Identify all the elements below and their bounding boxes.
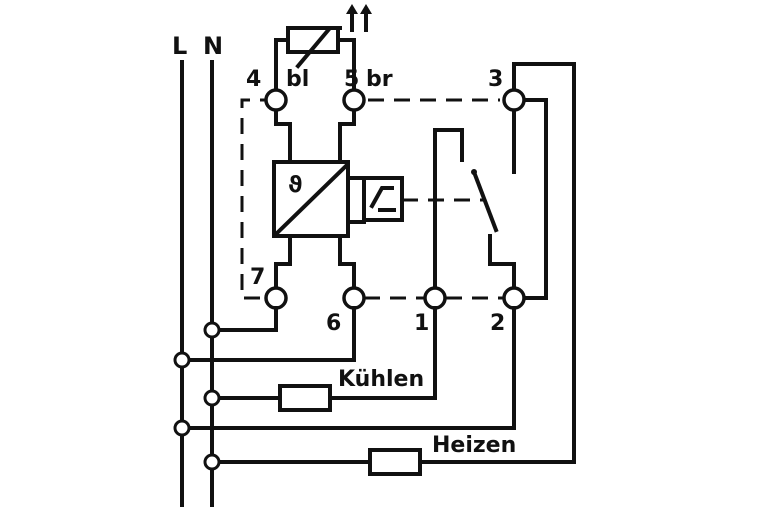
terminal-1 [423, 286, 447, 310]
heizen-feed [418, 62, 576, 464]
controller-symbol: ϑ [288, 173, 303, 198]
label-term-5: 5 [344, 67, 359, 92]
relay-coil-winding [369, 186, 394, 209]
kuehlen-load [278, 384, 332, 412]
terminal-6 [342, 286, 366, 310]
sensor-variable-stroke [295, 26, 342, 69]
housing-outline [240, 98, 276, 300]
junction-L-2 [173, 419, 191, 437]
label-L: L [172, 32, 187, 60]
wire-kuehlen-to-term1 [328, 306, 437, 400]
relay-coil [362, 176, 404, 222]
ctrl-wire-bottom-left [274, 234, 292, 290]
label-term-6: 6 [326, 311, 341, 336]
label-heizen: Heizen [432, 433, 516, 458]
label-N: N [203, 32, 223, 60]
sensor-lead-left [274, 38, 290, 90]
ctrl-wire-top-left [274, 108, 292, 164]
label-term-1: 1 [414, 311, 429, 336]
terminal-7 [264, 286, 288, 310]
wire-N-to-term7 [210, 306, 278, 332]
controller-diagonal [273, 163, 349, 237]
terminal-4 [264, 88, 288, 112]
ctrl-wire-top-right [338, 108, 356, 164]
term2-riser [488, 234, 516, 290]
label-term-3: 3 [488, 67, 503, 92]
junction-N-1 [203, 321, 221, 339]
ctrl-wire-bottom-right [338, 234, 356, 290]
label-wire-bl: bl [286, 67, 309, 92]
sensor-lead-right [336, 38, 356, 90]
relay-coil-leads [346, 176, 366, 224]
terminal-5 [342, 88, 366, 112]
switch-blade [471, 169, 499, 233]
label-term-7: 7 [250, 265, 265, 290]
junction-L-1 [173, 351, 191, 369]
label-wire-br: br [366, 67, 393, 92]
junction-N-3 [203, 453, 221, 471]
label-term-2: 2 [490, 311, 505, 336]
temperature-arrows-icon [346, 4, 372, 32]
label-term-4: 4 [246, 67, 261, 92]
switch-pivot [471, 169, 477, 175]
label-kuehlen: Kühlen [338, 367, 424, 392]
terminal-3 [502, 88, 526, 112]
term1-riser [433, 128, 464, 290]
wire-L-to-term6 [180, 306, 356, 362]
heizen-load [368, 448, 422, 476]
wire-L-to-term2 [180, 306, 516, 430]
term3-right-bridge [522, 98, 548, 300]
terminal-2 [502, 286, 526, 310]
junction-N-2 [203, 389, 221, 407]
